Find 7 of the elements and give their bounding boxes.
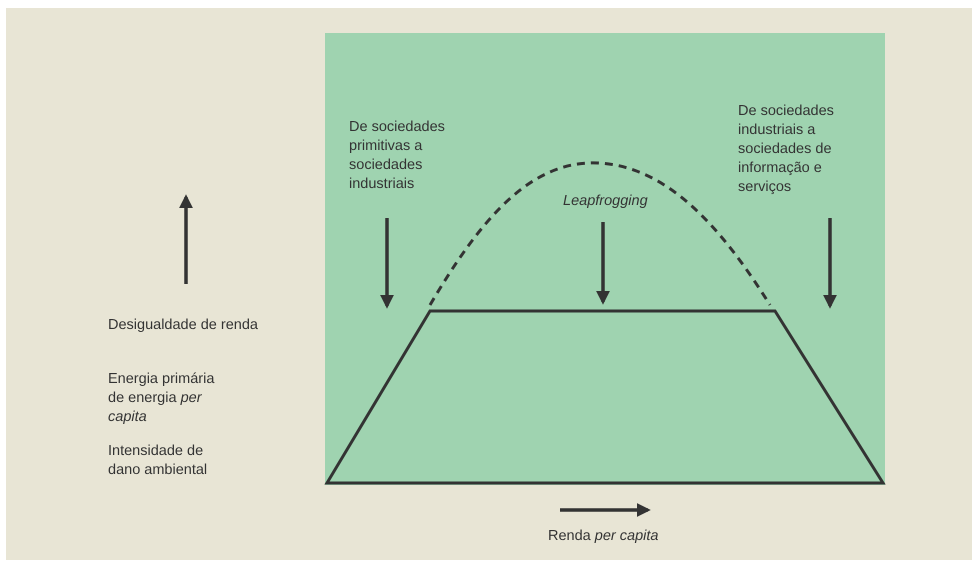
axis-label: Energia primária de energia per capita <box>108 370 216 427</box>
axis-label: Desigualdade de renda <box>108 316 258 335</box>
axis-label: Intensidade de dano ambiental <box>108 442 208 480</box>
annotation-text: Leapfrogging <box>563 192 648 211</box>
annotation-text: De sociedades industriais a sociedades de informação e serviços <box>738 102 835 197</box>
axis-label: Renda per capita <box>548 527 658 546</box>
annotation-text: De sociedades primitivas a sociedades industriais <box>349 118 446 194</box>
